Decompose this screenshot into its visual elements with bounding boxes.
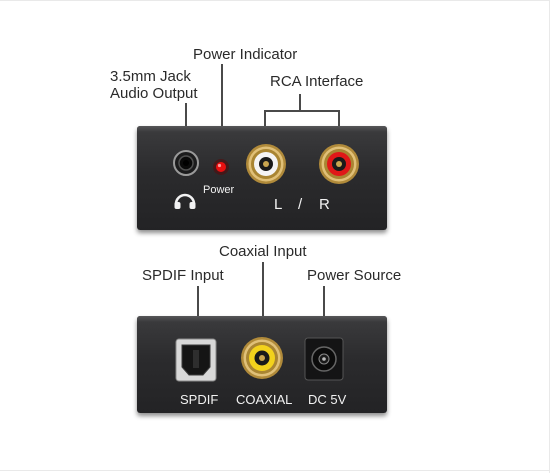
- leader-spdif: [197, 286, 199, 344]
- leader-coaxial: [262, 262, 264, 344]
- callout-power-source: Power Source: [307, 267, 402, 284]
- audio-jack-port[interactable]: [171, 148, 201, 178]
- rca-left-port[interactable]: [245, 143, 287, 185]
- leader-rca-vertical: [299, 94, 301, 110]
- right-channel-label: R: [319, 196, 331, 213]
- callout-rca-interface: RCA Interface: [270, 73, 364, 90]
- callout-power-indicator: Power Indicator: [193, 46, 298, 63]
- frame-top-line: [0, 0, 550, 1]
- spdif-label: SPDIF: [180, 392, 219, 407]
- left-channel-label: L: [274, 196, 284, 213]
- dc-power-port[interactable]: [304, 337, 344, 381]
- coaxial-label: COAXIAL: [236, 392, 293, 407]
- dc-5v-label: DC 5V: [308, 392, 347, 407]
- callout-coaxial-input: Coaxial Input: [219, 243, 307, 260]
- callout-jack-line2: Audio Output: [110, 85, 198, 102]
- headphones-icon: [174, 193, 196, 209]
- power-led-indicator: [213, 159, 229, 175]
- leader-power-indicator: [221, 64, 223, 152]
- back-panel-top-edge: [137, 316, 387, 322]
- power-label: Power: [203, 184, 235, 196]
- coaxial-port[interactable]: [240, 336, 284, 380]
- callout-spdif-input: SPDIF Input: [142, 267, 224, 284]
- channel-slash: /: [298, 196, 304, 213]
- leader-power-source: [323, 286, 325, 344]
- callout-jack-line1: 3.5mm Jack: [110, 68, 191, 85]
- leader-rca-horizontal: [264, 110, 339, 112]
- spdif-optical-port[interactable]: [175, 338, 217, 382]
- frame-bottom-line: [0, 470, 550, 471]
- back-panel: SPDIF COAXIAL DC 5V: [137, 316, 387, 413]
- front-panel: Power L / R: [137, 126, 387, 230]
- front-panel-top-edge: [137, 126, 387, 132]
- rca-right-port[interactable]: [318, 143, 360, 185]
